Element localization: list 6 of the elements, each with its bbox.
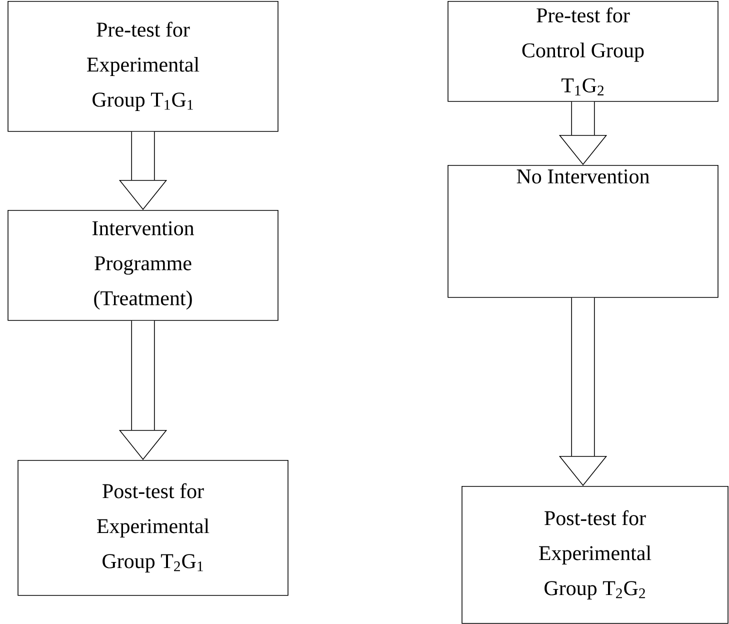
process-box: Post-test for Experimental Group T$_{2}$G$_{2}$ xyxy=(462,486,728,624)
process-box: Post-test for Experimental Group T$_{2}$G$_{1}$ xyxy=(18,460,288,596)
process-box: Pre-test for Control Group T$_{1}$G$_{2}$ xyxy=(448,1,718,102)
process-box: Pre-test for Experimental Group T$_{1}$G$_{1}$ xyxy=(8,1,278,132)
process-box: Intervention Programme (Treatment) xyxy=(8,210,278,321)
process-box: No Intervention xyxy=(448,165,718,298)
